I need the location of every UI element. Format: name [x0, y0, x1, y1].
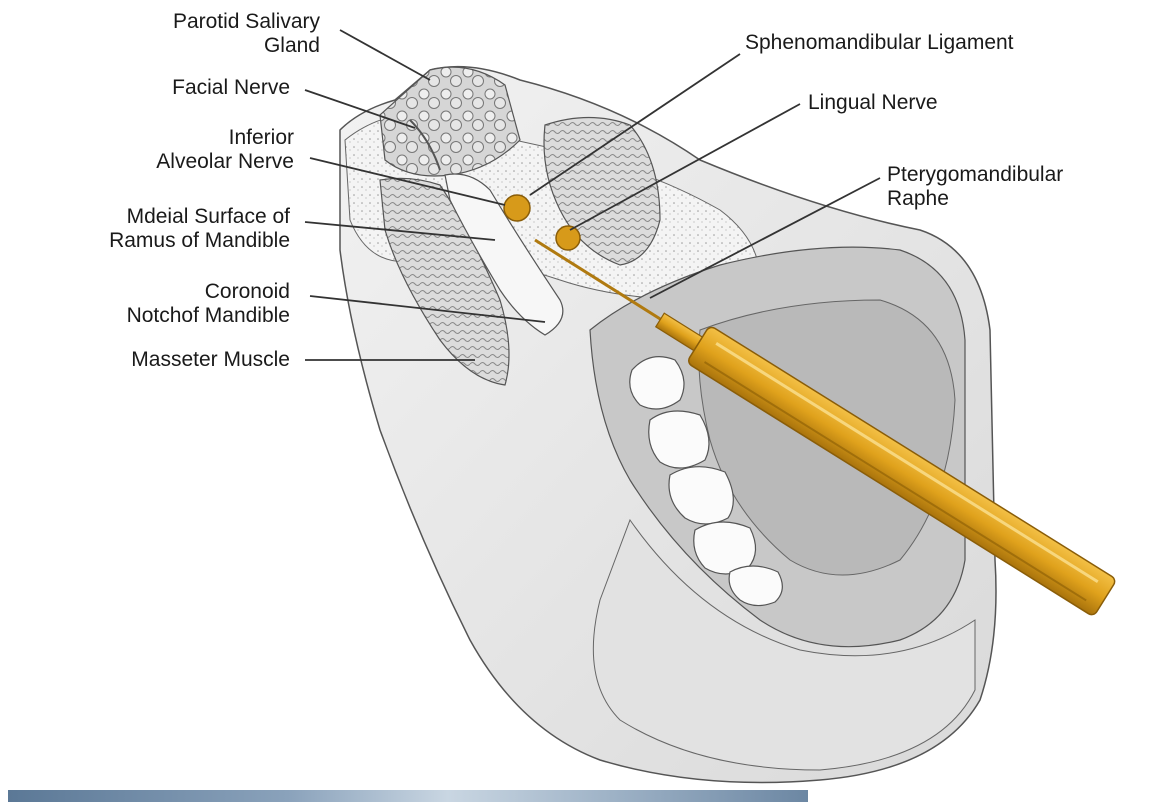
label-sphenomandibular-ligament: Sphenomandibular Ligament [745, 31, 1014, 55]
label-facial-nerve: Facial Nerve [172, 76, 290, 100]
inferior-alveolar-nerve [504, 195, 530, 221]
label-parotid-gland: Parotid Salivary Gland [173, 10, 320, 58]
label-masseter-muscle: Masseter Muscle [131, 348, 290, 372]
label-lingual-nerve: Lingual Nerve [808, 91, 938, 115]
label-coronoid-notch: Coronoid Notchof Mandible [127, 280, 290, 328]
label-pterygomandibular-raphe: Pterygomandibular Raphe [887, 163, 1063, 211]
bottom-banner-strip [8, 790, 808, 802]
label-inferior-alveolar-nerve: Inferior Alveolar Nerve [156, 126, 294, 174]
lingual-nerve [556, 226, 580, 250]
label-medial-surface-ramus: Mdeial Surface of Ramus of Mandible [109, 205, 290, 253]
